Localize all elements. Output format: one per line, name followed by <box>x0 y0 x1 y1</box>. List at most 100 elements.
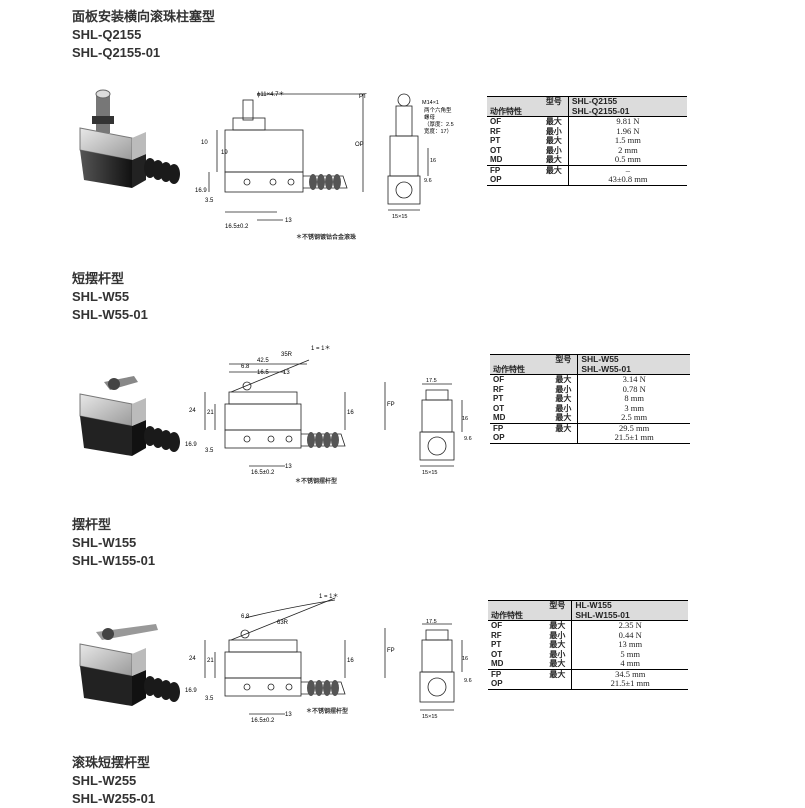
dim-label: 13 <box>283 370 290 376</box>
section-heading: 摆杆型 SHL-W155 SHL-W155-01 <box>72 516 155 570</box>
param-code: RF <box>490 126 501 136</box>
param-qualifier: 最大 <box>555 413 572 422</box>
dim-label: 13 <box>285 712 292 718</box>
dim-label: 17.5 <box>426 378 437 384</box>
dim-label: 16.9 <box>185 688 197 694</box>
dim-label: 21 <box>207 658 214 664</box>
model-value: SHL-Q2155 <box>567 96 687 107</box>
dimension-drawing-side: 17.5 16 9.6 15×15 <box>419 619 472 720</box>
dimension-drawing-front: 1 = 1＊ 35R 6.8 42.5 16.5 13 24 21 16.9 3… <box>185 345 395 476</box>
table-row: MD 最大 4 mm <box>488 658 688 669</box>
dim-label: 16.5±0.2 <box>225 224 249 230</box>
drawing-note: ＊不锈钢摆杆型 <box>306 709 349 715</box>
param-code: OT <box>493 403 505 413</box>
dimension-drawing-front: 1 = 1＊ 63R 6.8 24 21 16.9 3.5 16.5±0.2 1… <box>185 593 395 724</box>
param-value: 21.5±1 mm <box>571 678 688 689</box>
param-qualifier: 最小 <box>545 126 562 136</box>
param-value: 9.81 N <box>567 116 687 127</box>
param-code: FP <box>488 668 524 679</box>
model-value: SHL-W155-01 <box>571 610 688 621</box>
product-photo <box>79 624 180 706</box>
param-value: 1.5 mm <box>567 135 687 146</box>
dim-label: （厚度：2.5 <box>424 120 454 128</box>
dim-label: 17.5 <box>426 619 437 625</box>
param-code: FP <box>490 422 527 433</box>
param-value: 1.96 N <box>567 126 687 136</box>
param-value: 2.35 N <box>571 620 688 631</box>
model-value: SHL-W55 <box>577 354 690 365</box>
param-code: PT <box>493 394 504 403</box>
param-qualifier: 最小 <box>549 649 566 659</box>
dim-label: 3.5 <box>205 448 214 454</box>
model-name: SHL-Q2155-01 <box>72 45 161 60</box>
dim-label: 16 <box>347 658 354 664</box>
dim-label: 16.5 <box>257 370 269 376</box>
param-code: MD <box>493 413 506 422</box>
param-qualifier: 最大 <box>523 668 572 679</box>
section-title: 摆杆型 <box>72 517 112 532</box>
param-value: 4 mm <box>571 658 688 669</box>
param-value: 43±0.8 mm <box>567 174 687 185</box>
param-qualifier: 最大 <box>549 659 566 668</box>
dim-label: ϕ11×4.7＊ <box>257 91 284 98</box>
param-value: 3 mm <box>577 403 690 413</box>
dim-label: 螺母 <box>424 113 436 121</box>
model-name: SHL-Q2155 <box>72 27 142 42</box>
param-qualifier: 最小 <box>555 384 572 394</box>
param-qualifier: 最大 <box>545 136 562 145</box>
dim-label: FP <box>387 402 395 408</box>
param-qualifier: 最大 <box>521 164 569 175</box>
dim-label: 15×15 <box>422 714 437 720</box>
dim-label: 10 <box>201 140 208 146</box>
param-value: 3.14 N <box>577 374 690 385</box>
dim-label: 21 <box>207 410 214 416</box>
param-code: OF <box>490 374 527 385</box>
param-value: – <box>567 164 687 175</box>
dim-label: 1 = 1＊ <box>319 593 339 600</box>
param-qualifier <box>521 175 568 185</box>
characteristics-label: 动作特性 <box>487 106 569 117</box>
dim-label: 16 <box>462 416 468 422</box>
section-title: 面板安装横向滚珠柱塞型 <box>72 9 216 24</box>
dim-label: 两个六角型 <box>424 106 452 114</box>
dimension-drawing-side: 17.5 16 9.6 15×15 <box>419 378 472 476</box>
dim-label: 9.6 <box>424 178 432 184</box>
param-code: PT <box>491 640 502 649</box>
param-value: 2.5 mm <box>577 412 690 423</box>
model-label: 型号 <box>487 96 569 107</box>
param-value: 21.5±1 mm <box>577 432 690 443</box>
param-value: 2 mm <box>567 145 687 155</box>
param-code: OF <box>488 620 524 631</box>
model-name: SHL-W255 <box>72 773 137 788</box>
dim-label: 6.8 <box>241 364 250 370</box>
param-code: OP <box>490 175 502 184</box>
param-qualifier: 最大 <box>549 640 566 649</box>
param-code: RF <box>493 384 504 394</box>
dim-label: 16 <box>347 410 354 416</box>
param-qualifier: 最大 <box>526 422 578 433</box>
dim-label: 15×15 <box>422 470 437 476</box>
section-title: 滚珠短摆杆型 <box>72 755 151 770</box>
characteristics-label: 动作特性 <box>488 610 572 621</box>
model-value: SHL-W55-01 <box>577 364 690 375</box>
param-qualifier: 最大 <box>521 116 569 127</box>
dim-label: 16 <box>462 656 468 662</box>
param-code: OP <box>493 433 505 442</box>
param-code: MD <box>491 659 504 668</box>
param-qualifier: 最小 <box>549 630 566 640</box>
table-row: OP 21.5±1 mm <box>490 432 690 443</box>
model-name: SHL-W155-01 <box>72 553 156 568</box>
param-qualifier: 最小 <box>545 145 562 155</box>
dim-label: 16.9 <box>185 442 197 448</box>
